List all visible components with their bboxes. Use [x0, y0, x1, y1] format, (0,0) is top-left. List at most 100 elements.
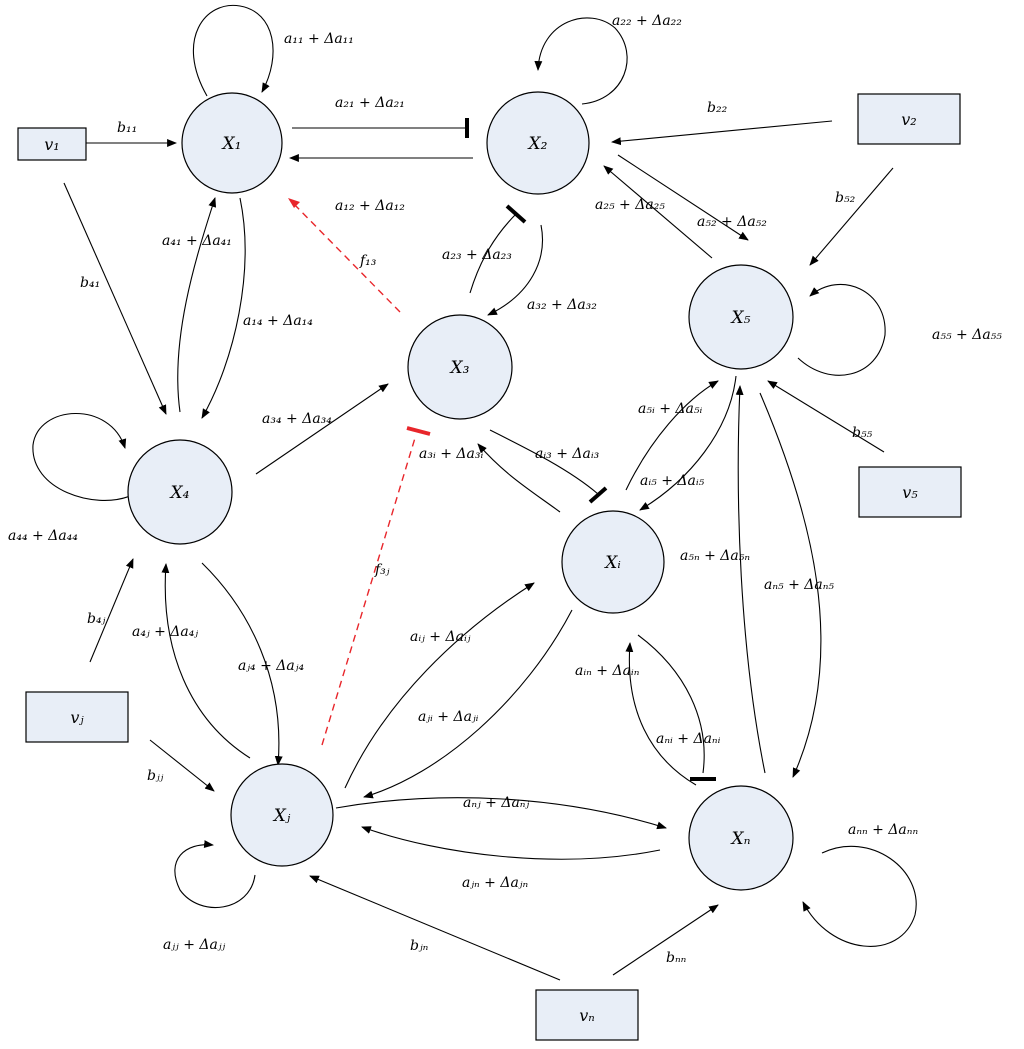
label-ai3: aᵢ₃ + Δaᵢ₃ [535, 446, 600, 462]
label-ajj: aⱼⱼ + Δaⱼⱼ [163, 937, 226, 953]
edge-x1-self [192, 4, 274, 97]
label-a23: a₂₃ + Δa₂₃ [442, 247, 512, 263]
label-aij: aᵢⱼ + Δaᵢⱼ [410, 629, 471, 645]
edge-x1-x4 [201, 197, 246, 419]
arrowhead-red-x1 [288, 198, 300, 208]
label-a52: a₅₂ + Δa₅₂ [697, 214, 767, 230]
edge-xj-xi [344, 582, 535, 789]
label-a41: a₄₁ + Δa₄₁ [162, 233, 232, 249]
label-a5n: a₅ₙ + Δa₅ₙ [680, 548, 750, 564]
node-x2: X₂ [486, 91, 590, 195]
edge-xi-x5 [625, 380, 719, 491]
node-label-x2: X₂ [527, 134, 548, 154]
label-ai5: aᵢ₅ + Δaᵢ₅ [640, 473, 705, 489]
edge-xi-xj [363, 609, 573, 799]
node-label-x4: X₄ [169, 483, 190, 503]
edge-x3-x2 [469, 212, 518, 294]
inputs: v₁ v₂ v₅ vⱼ vₙ [17, 93, 962, 1041]
node-label-x5: X₅ [730, 308, 751, 328]
label-a12: a₁₂ + Δa₁₂ [335, 198, 405, 214]
label-b41: b₄₁ [80, 275, 100, 291]
input-vn: vₙ [535, 989, 639, 1041]
tbar-x2-from-x3 [505, 204, 527, 224]
edge-x2-x3 [487, 224, 543, 316]
edge-v2-x2 [611, 120, 833, 146]
edge-x2-x5 [617, 154, 749, 241]
edge-x4-x3 [255, 383, 389, 475]
input-v1: v₁ [17, 127, 87, 161]
node-x4: X₄ [127, 439, 233, 545]
nodes: X₁ X₂ X₃ X₄ X₅ Xᵢ Xⱼ Xₙ [127, 91, 794, 891]
label-b11: b₁₁ [117, 120, 137, 136]
node-label-xi: Xᵢ [603, 553, 621, 573]
edge-xi-x3 [477, 443, 561, 513]
edge-x3-xi [489, 429, 599, 495]
label-a25: a₂₅ + Δa₂₅ [595, 197, 665, 213]
edge-xj-x3-dashed [321, 437, 416, 746]
label-b4j: b₄ⱼ [87, 611, 106, 627]
label-a34: a₃₄ + Δa₃₄ [262, 411, 332, 427]
edge-x2-self [534, 17, 628, 105]
label-a11: a₁₁ + Δa₁₁ [284, 31, 354, 47]
label-aj4: aⱼ₄ + Δaⱼ₄ [238, 658, 304, 674]
edge-xj-xn [335, 797, 667, 830]
edge-xn-xi [625, 642, 697, 786]
edge-xi-xn [637, 634, 705, 774]
tbar-red-x3 [406, 426, 431, 436]
input-vj: vⱼ [25, 691, 129, 743]
label-a5i: a₅ᵢ + Δa₅ᵢ [638, 401, 702, 417]
label-f3j: f₃ⱼ [374, 562, 390, 578]
label-a22: a₂₂ + Δa₂₂ [612, 13, 682, 29]
edge-xj-x4 [161, 563, 251, 759]
label-a55: a₅₅ + Δa₅₅ [932, 327, 1002, 343]
edge-x4-self [32, 413, 131, 501]
node-xi: Xᵢ [561, 510, 665, 614]
edge-x4-x1 [177, 197, 217, 413]
input-label-vj: vⱼ [70, 708, 84, 727]
edge-v1-x4 [63, 182, 167, 415]
node-label-x3: X₃ [449, 358, 470, 378]
edge-vn-xn [612, 904, 719, 976]
label-a32: a₃₂ + Δa₃₂ [527, 297, 597, 313]
label-bnn: bₙₙ [666, 950, 687, 966]
edge-vj-xj [149, 739, 215, 792]
node-xn: Xₙ [688, 785, 794, 891]
input-v2: v₂ [857, 93, 961, 145]
label-ani: aₙᵢ + Δaₙᵢ [656, 731, 721, 747]
label-an5: aₙ₅ + Δaₙ₅ [764, 577, 834, 593]
input-v5: v₅ [858, 466, 962, 518]
input-label-v1: v₁ [44, 135, 59, 154]
input-label-vn: vₙ [579, 1006, 595, 1025]
label-ann: aₙₙ + Δaₙₙ [848, 822, 918, 838]
input-label-v5: v₅ [902, 483, 918, 502]
node-x5: X₅ [688, 264, 794, 370]
node-xj: Xⱼ [230, 763, 334, 867]
tbar-xi-from-x3 [588, 486, 608, 504]
label-a44: a₄₄ + Δa₄₄ [8, 528, 78, 544]
input-label-v2: v₂ [901, 110, 916, 129]
edge-v2-x5 [809, 167, 894, 266]
label-bjn: bⱼₙ [410, 938, 429, 954]
label-f13: f₁₃ [359, 253, 377, 269]
edge-x4-xj [201, 562, 283, 766]
edge-labels: a₁₁ + Δa₁₁ a₂₂ + Δa₂₂ a₂₁ + Δa₂₁ a₁₂ + Δ… [8, 13, 1002, 966]
edge-v5-x5 [767, 380, 885, 453]
label-aji: aⱼᵢ + Δaⱼᵢ [418, 709, 479, 725]
edge-vn-xj [309, 875, 561, 981]
label-a4j: a₄ⱼ + Δa₄ⱼ [132, 624, 198, 640]
edges [32, 4, 917, 981]
edge-xj-self [174, 840, 256, 909]
edge-x5-self [797, 284, 886, 376]
label-ajn: aⱼₙ + Δaⱼₙ [462, 875, 529, 891]
node-label-xj: Xⱼ [272, 806, 291, 826]
label-a3i: a₃ᵢ + Δa₃ᵢ [419, 446, 483, 462]
edge-x5-xn [759, 392, 822, 778]
label-ain: aᵢₙ + Δaᵢₙ [575, 663, 640, 679]
label-a21: a₂₁ + Δa₂₁ [335, 95, 405, 111]
label-b22: b₂₂ [707, 100, 728, 116]
node-x3: X₃ [407, 314, 513, 420]
label-a14: a₁₄ + Δa₁₄ [243, 313, 313, 329]
node-x1: X₁ [181, 92, 283, 194]
label-bjj: bⱼⱼ [147, 768, 164, 784]
